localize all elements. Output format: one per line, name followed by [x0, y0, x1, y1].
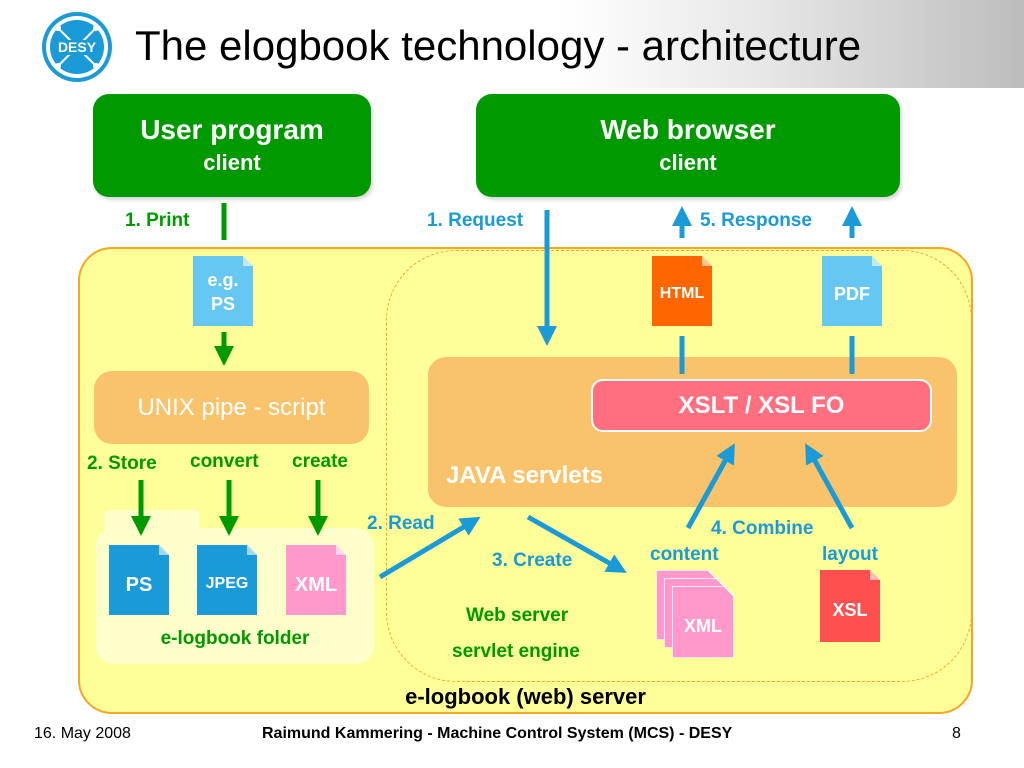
xslt-xslfo-box: XSLT / XSL FO [591, 379, 932, 432]
combine-content-arrow [685, 443, 735, 530]
logo-text: DESY [58, 39, 97, 55]
xml-file-label: XML [294, 574, 338, 596]
footer-date: 16. May 2008 [34, 725, 131, 742]
print-label: 1. Print [125, 210, 190, 231]
xml-file: XML [286, 545, 346, 615]
jpeg-file: JPEG [197, 545, 257, 615]
xml-stack-label: XML [684, 616, 722, 636]
footer-center: Raimund Kammering - Machine Control Syst… [262, 725, 733, 742]
read-label: 2. Read [367, 513, 435, 534]
web-browser-client: Web browser client [476, 94, 900, 197]
user-program-client: User program client [93, 94, 371, 197]
pdf-file: PDF [822, 256, 882, 326]
footer-page: 8 [952, 725, 961, 742]
servlet-engine-label: servlet engine [452, 641, 580, 662]
store-label: 2. Store [87, 453, 157, 474]
create3-label: 3. Create [492, 550, 573, 571]
desy-logo: DESY [42, 12, 112, 82]
response-label: 5. Response [700, 210, 812, 231]
pdf-file-label: PDF [834, 284, 870, 304]
web-server-region [386, 250, 972, 682]
elogbook-server-label: e-logbook (web) server [405, 684, 646, 709]
content-label: content [650, 544, 719, 565]
java-servlets-label: JAVA servlets [446, 462, 603, 489]
request-label: 1. Request [427, 210, 524, 231]
web-browser-sublabel: client [659, 150, 717, 175]
xsl-file: XSL [820, 570, 880, 642]
web-server-label: Web server [466, 605, 569, 626]
combine-label: 4. Combine [711, 518, 814, 539]
xsl-file-label: XSL [832, 600, 868, 620]
eg-ps-line2: PS [210, 294, 235, 314]
user-program-label: User program [140, 114, 324, 145]
user-program-sublabel: client [203, 150, 261, 175]
web-browser-label: Web browser [600, 114, 776, 145]
elogbook-folder-label: e-logbook folder [160, 628, 310, 649]
convert-label: convert [190, 451, 259, 472]
page-title: The elogbook technology - architecture [135, 22, 862, 69]
ps-file: PS [109, 545, 169, 615]
eg-ps-line1: e.g. [207, 270, 239, 290]
unix-pipe-script-box [94, 371, 369, 444]
html-file: HTML [652, 256, 712, 326]
unix-pipe-script-label: UNIX pipe - script [137, 394, 326, 421]
eg-ps-file: e.g. PS [193, 256, 253, 326]
ps-file-label: PS [125, 574, 153, 596]
read-arrow [378, 516, 481, 580]
jpeg-file-label: JPEG [205, 575, 249, 592]
xml-stack-file: XML [671, 585, 735, 659]
create-label: create [292, 451, 348, 472]
create3-arrow [526, 514, 627, 573]
combine-layout-arrow [805, 443, 855, 530]
html-file-label: HTML [659, 285, 705, 302]
layout-label: layout [822, 544, 878, 565]
title-bar [0, 0, 1024, 88]
